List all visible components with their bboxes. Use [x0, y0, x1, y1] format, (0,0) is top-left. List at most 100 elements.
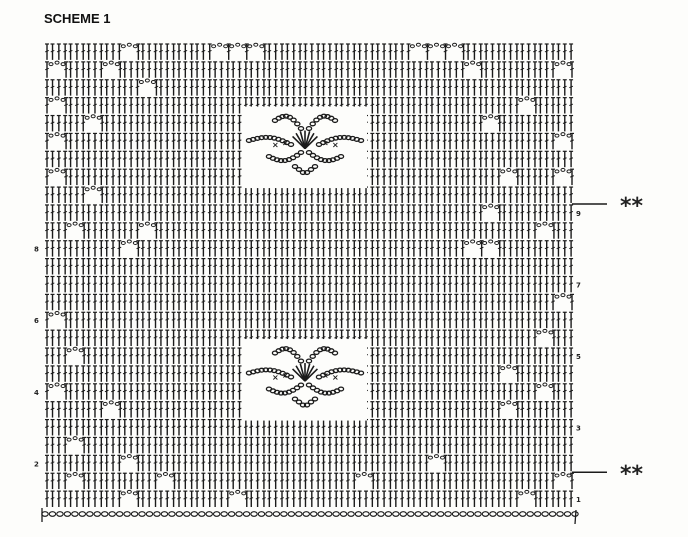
double-crochet-stitch: [454, 204, 459, 221]
double-crochet-stitch: [298, 490, 303, 507]
double-crochet-stitch: [213, 418, 218, 436]
foundation-chain-loop: [354, 511, 363, 517]
foundation-chain-loop: [242, 511, 251, 517]
double-crochet-stitch: [237, 311, 242, 329]
double-crochet-stitch: [249, 204, 254, 221]
double-crochet-stitch: [442, 490, 447, 507]
double-crochet-stitch: [111, 186, 116, 203]
double-crochet-stitch: [478, 454, 483, 472]
double-crochet-stitch: [237, 401, 242, 418]
double-crochet-stitch: [189, 132, 194, 150]
double-crochet-stitch: [165, 275, 170, 293]
double-crochet-stitch: [74, 401, 79, 418]
double-crochet-stitch: [418, 204, 423, 221]
double-crochet-stitch: [448, 293, 453, 311]
double-crochet-stitch: [237, 365, 242, 382]
double-crochet-stitch: [56, 240, 61, 257]
double-crochet-stitch: [429, 311, 434, 329]
double-crochet-stitch: [63, 454, 68, 472]
double-crochet-stitch: [195, 186, 200, 203]
double-crochet-stitch: [448, 472, 453, 490]
double-crochet-stitch: [279, 222, 284, 239]
double-crochet-stitch: [291, 43, 296, 60]
double-crochet-stitch: [213, 383, 218, 400]
double-crochet-stitch: [442, 383, 447, 400]
double-crochet-stitch: [490, 186, 495, 203]
double-crochet-stitch: [339, 186, 344, 203]
double-crochet-stitch: [400, 222, 405, 239]
double-crochet-stitch: [213, 365, 218, 382]
double-crochet-stitch: [136, 240, 141, 257]
double-crochet-stitch: [514, 114, 519, 132]
double-crochet-stitch: [136, 43, 141, 60]
double-crochet-stitch: [526, 329, 531, 347]
double-crochet-stitch: [183, 454, 188, 472]
double-crochet-stitch: [129, 311, 134, 329]
double-crochet-stitch: [219, 258, 224, 275]
double-crochet-stitch: [442, 329, 447, 347]
double-crochet-stitch: [478, 150, 483, 168]
double-crochet-stitch: [562, 150, 567, 168]
double-crochet-stitch: [129, 365, 134, 382]
double-crochet-stitch: [436, 132, 441, 150]
double-crochet-stitch: [213, 329, 218, 347]
double-crochet-stitch: [424, 401, 429, 418]
double-crochet-stitch: [111, 240, 116, 257]
double-crochet-stitch: [479, 61, 484, 78]
double-crochet-stitch: [56, 329, 61, 347]
double-crochet-stitch: [99, 383, 104, 400]
double-crochet-stitch: [484, 258, 489, 275]
double-crochet-stitch: [140, 293, 145, 311]
double-crochet-stitch: [99, 132, 104, 150]
double-crochet-stitch: [183, 383, 188, 400]
double-crochet-stitch: [334, 472, 339, 490]
double-crochet-stitch: [382, 79, 387, 96]
double-crochet-stitch: [538, 114, 543, 132]
double-crochet-stitch: [514, 43, 519, 60]
double-crochet-stitch: [520, 436, 525, 454]
double-crochet-stitch: [538, 365, 543, 382]
double-crochet-stitch: [352, 222, 357, 239]
double-crochet-stitch: [99, 490, 104, 507]
double-crochet-stitch: [189, 204, 194, 221]
double-crochet-stitch: [514, 275, 519, 293]
double-crochet-stitch: [334, 418, 339, 436]
double-crochet-stitch: [460, 454, 465, 472]
double-crochet-stitch: [466, 204, 471, 221]
double-crochet-stitch: [400, 240, 405, 257]
double-crochet-stitch: [502, 490, 507, 507]
double-crochet-stitch: [526, 240, 531, 257]
double-crochet-stitch: [388, 418, 393, 436]
double-crochet-stitch: [201, 97, 206, 114]
double-crochet-stitch: [153, 293, 158, 311]
double-crochet-stitch: [50, 114, 55, 132]
double-crochet-stitch: [201, 436, 206, 454]
double-crochet-stitch: [448, 79, 453, 96]
double-crochet-stitch: [213, 401, 218, 418]
double-crochet-stitch: [189, 186, 194, 203]
foundation-chain-loop: [302, 511, 311, 517]
double-crochet-stitch: [316, 418, 321, 436]
double-crochet-stitch: [484, 222, 489, 239]
double-crochet-stitch: [291, 204, 296, 221]
double-crochet-stitch: [454, 275, 459, 293]
double-crochet-stitch: [551, 222, 556, 239]
double-crochet-stitch: [514, 472, 519, 490]
double-crochet-stitch: [436, 329, 441, 347]
double-crochet-stitch: [508, 347, 513, 364]
double-crochet-stitch: [50, 293, 55, 311]
double-crochet-stitch: [496, 365, 501, 382]
double-crochet-stitch: [298, 204, 303, 221]
double-crochet-stitch: [429, 347, 434, 364]
double-crochet-stitch: [429, 204, 434, 221]
double-crochet-stitch: [177, 258, 181, 275]
double-crochet-stitch: [189, 293, 194, 311]
double-crochet-stitch: [526, 472, 531, 490]
double-crochet-stitch: [334, 43, 339, 60]
double-crochet-stitch: [153, 472, 158, 490]
double-crochet-stitch: [177, 222, 181, 239]
double-crochet-stitch: [327, 454, 332, 472]
double-crochet-stitch: [45, 43, 49, 60]
double-crochet-stitch: [478, 472, 483, 490]
double-crochet-stitch: [370, 222, 375, 239]
